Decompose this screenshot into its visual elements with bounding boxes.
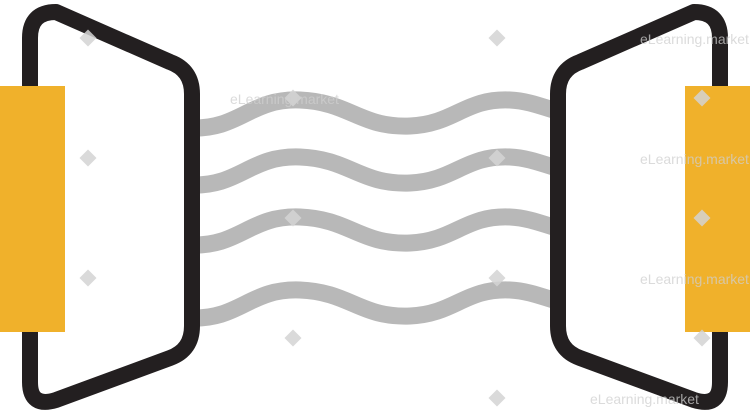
watermark-text: eLearning.market (640, 271, 749, 287)
watermark-diamond-icon (79, 149, 97, 167)
watermark-diamond-icon (693, 89, 711, 107)
watermark-text: eLearning.market (590, 391, 699, 407)
watermark-diamond-icon (79, 29, 97, 47)
watermark-diamond-icon (284, 329, 302, 347)
right-frame (550, 4, 728, 410)
watermark-diamond-icon (693, 209, 711, 227)
watermark-diamond-icon (488, 389, 506, 407)
watermark-diamond-icon (284, 209, 302, 227)
watermark-texts: eLearning.market eLearning.market eLearn… (230, 31, 749, 407)
watermark-marks (79, 29, 711, 407)
fiber-line-1 (189, 91, 563, 137)
watermark-diamond-icon (79, 269, 97, 287)
watermark-diamond-icon (488, 149, 506, 167)
fiber-line-2 (189, 148, 563, 194)
fiber-line-4 (189, 281, 563, 327)
fiber-group (189, 91, 563, 327)
right-clamp (685, 86, 750, 332)
watermark-diamond-icon (693, 329, 711, 347)
watermark-diamond-icon (488, 269, 506, 287)
left-clamp (0, 86, 65, 332)
watermark-text: eLearning.market (230, 91, 339, 107)
watermark-diamond-icon (488, 29, 506, 47)
fiber-line-3 (189, 208, 563, 254)
watermark-text: eLearning.market (640, 151, 749, 167)
watermark-text: eLearning.market (640, 31, 749, 47)
watermark-diamond-icon (284, 89, 302, 107)
left-frame (22, 4, 200, 410)
